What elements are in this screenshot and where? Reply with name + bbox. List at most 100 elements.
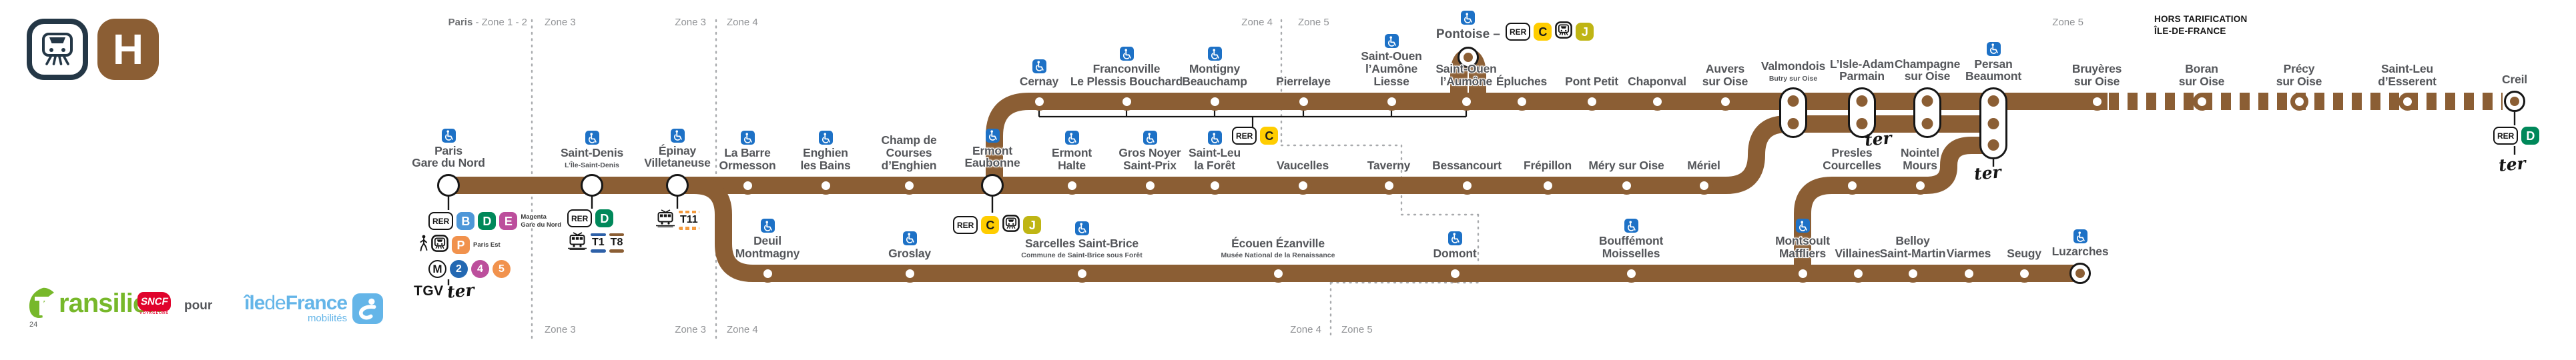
tram-t8-chip: T8 [609,233,625,253]
transilien-leaf-icon [29,287,54,318]
line-h-path [1794,137,1999,268]
line-h-path [693,177,2082,282]
station-node-viarmes[interactable] [1959,264,1978,283]
station-node-montigny-beauchamp[interactable] [1205,92,1224,111]
station-dot [2510,97,2519,106]
station-dot [1921,95,1933,107]
station-node-ermont-eaubonne[interactable] [981,174,1004,197]
station-node-frepillon[interactable] [1538,176,1557,195]
station-node-belloy-saint-martin[interactable] [1903,264,1922,283]
station-dot [1856,95,1868,107]
connection-row: ter [1863,128,1893,150]
station-dot [1856,117,1868,129]
station-dot [1921,117,1933,129]
station-node-creil[interactable] [2504,91,2525,112]
station-node-l-isle-adam-parmain[interactable] [1848,87,1876,138]
station-node-auvers-sur-oise[interactable] [1716,92,1734,111]
station-node-saint-ouen-l-aumone-liesse[interactable] [1382,92,1401,111]
metro-5-chip: 5 [493,260,511,278]
station-node-saint-leu-la-foret[interactable] [1205,176,1224,195]
station-node-saint-denis[interactable] [581,174,603,197]
line-d-chip: D [478,212,497,230]
station-node-franconville-le-plessis-bouchard[interactable] [1117,92,1136,111]
station-node-champagne-sur-oise[interactable] [1913,87,1941,138]
station-node-meriel[interactable] [1694,176,1713,195]
station-node-pontoise[interactable] [1458,47,1479,68]
station-node-bessancourt[interactable] [1458,176,1476,195]
station-node-paris-gare-du-nord[interactable] [437,174,460,197]
train-icon [1002,215,1020,235]
tram-t11-chip: T11 [679,210,699,230]
station-node-epluches[interactable] [1512,92,1531,111]
zone-label: Zone 3 [675,17,706,28]
station-node-chaponval[interactable] [1648,92,1666,111]
station-node-vaucelles[interactable] [1293,176,1312,195]
station-node-saint-ouen-l-aumone[interactable] [1457,92,1476,111]
station-dot [1987,139,1999,151]
zone-label: Zone 3 [675,324,706,335]
station-node-mery-sur-oise[interactable] [1617,176,1636,195]
station-node-champ-de-courses-d-enghien[interactable] [900,176,918,195]
station-node-enghien-les-bains[interactable] [816,176,835,195]
station-node-valmondois[interactable] [1779,87,1807,138]
station-node-saint-leu-d-esserent[interactable] [2398,92,2417,111]
connections-epinay-villetaneuse: T11 [655,209,699,231]
station-node-presles-courcelles[interactable] [1843,176,1861,195]
zone-label: Zone 3 [545,17,576,28]
station-node-persan-beaumont[interactable] [1979,87,2007,159]
zone-label: Zone 4 [727,324,758,335]
tram-icon [567,232,587,253]
station-node-epinay-villetaneuse[interactable] [666,174,689,197]
station-dot [2075,269,2085,278]
line-p-chip: P [452,236,470,254]
idf-person-icon [352,293,384,324]
line-e-chip: E [499,212,518,230]
station-node-bouffemont-moisselles[interactable] [1622,264,1640,283]
walk-icon [419,235,428,255]
station-node-ecouen-ezanville[interactable] [1269,264,1287,283]
rer-chip: RER [1232,127,1257,145]
station-node-bruyeres-sur-oise[interactable] [2087,92,2106,111]
sncf-voyageurs-label: VOYAGEURS [139,311,169,315]
connections-creil-ter: ter [2497,153,2527,175]
rer-chip: RER [428,212,454,230]
station-node-sarcelles-saint-brice[interactable] [1072,264,1091,283]
connection-row: ter [2497,153,2527,175]
station-node-precy-sur-oise[interactable] [2290,92,2308,111]
zone-label-paris: Paris - Zone 1 - 2 [448,17,527,28]
ter-label: ter [2497,153,2527,175]
station-node-pont-petit[interactable] [1582,92,1601,111]
station-node-la-barre-ormesson[interactable] [738,176,757,195]
station-node-nointel-mours[interactable] [1911,176,1929,195]
station-node-luzarches[interactable] [2069,263,2091,284]
station-node-taverny[interactable] [1379,176,1398,195]
station-node-domont[interactable] [1445,264,1464,283]
station-node-montsoult-maffliers[interactable] [1793,264,1812,283]
station-node-boran-sur-oise[interactable] [2192,92,2211,111]
station-dot [1787,95,1799,107]
ter-label: ter [1863,128,1893,150]
line-c-chip: C [1260,127,1279,145]
station-node-gros-noyer-saint-prix[interactable] [1141,176,1159,195]
station-node-cernay[interactable] [1030,92,1048,111]
station-node-groslay[interactable] [900,264,919,283]
line-h-path [446,115,1999,194]
ile-de-france-mobilites-logo: îledeFrance mobilités [244,293,384,325]
station-node-seugy[interactable] [2015,264,2033,283]
station-node-ermont-halte[interactable] [1062,176,1081,195]
zone-label: Zone 4 [727,17,758,28]
station-node-villaines[interactable] [1849,264,1867,283]
station-node-pierrelaye[interactable] [1294,92,1313,111]
station-node-deuil-montmagny[interactable] [758,264,777,283]
ter-label: ter [446,280,475,302]
